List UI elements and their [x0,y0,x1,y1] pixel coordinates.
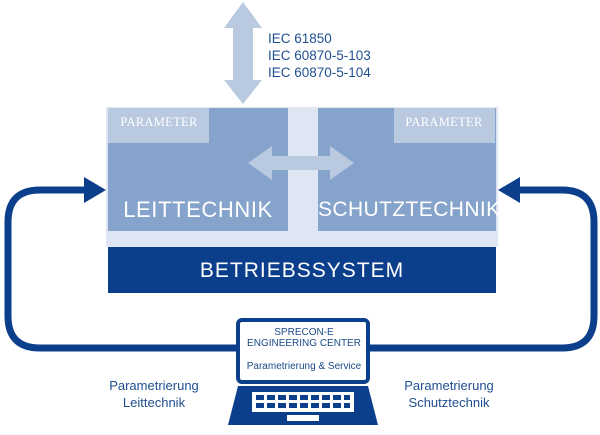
laptop-keys [256,395,350,408]
parameter-box-right [394,108,495,143]
laptop-title-line2: ENGINEERING CENTER [247,338,361,349]
left-loop-arrow [4,186,236,352]
leittechnik-label: LEITTECHNIK [123,197,273,222]
protocol-iec-60870-5-103: IEC 60870-5-103 [268,48,371,63]
protocol-double-arrow [224,2,262,104]
laptop-title-line1: SPRECON-E [274,327,334,338]
right-loop-arrow [370,186,598,352]
laptop-screen [236,318,370,384]
laptop-trackpad [287,415,319,421]
laptop-subtitle: Parametrierung & Service [246,361,362,372]
caption-left: Parametrierung Leittechnik [92,377,216,411]
parameter-label-left: PARAMETER [120,115,198,129]
caption-left-line2: Leittechnik [122,395,186,410]
caption-right-line1: Parametrierung [404,378,494,393]
right-arrowhead [498,177,520,203]
protocol-list: IEC 61850 IEC 60870-5-103 IEC 60870-5-10… [268,30,371,81]
caption-right-line2: Schutztechnik [408,395,490,410]
protocol-iec-60870-5-104: IEC 60870-5-104 [268,65,371,80]
left-arrowhead [84,177,106,203]
caption-left-line1: Parametrierung [109,378,199,393]
caption-right: Parametrierung Schutztechnik [384,377,514,411]
laptop-title: SPRECON-E ENGINEERING CENTER [244,327,364,349]
protocol-iec-61850: IEC 61850 [268,31,332,46]
exchange-double-arrow [248,146,354,180]
betriebssystem-label: BETRIEBSSYSTEM [199,259,405,282]
parameter-box-left [108,108,209,143]
parameter-label-right: PARAMETER [405,115,483,129]
schutztechnik-label: SCHUTZTECHNIK [318,198,501,221]
betriebssystem-bar [108,247,496,293]
